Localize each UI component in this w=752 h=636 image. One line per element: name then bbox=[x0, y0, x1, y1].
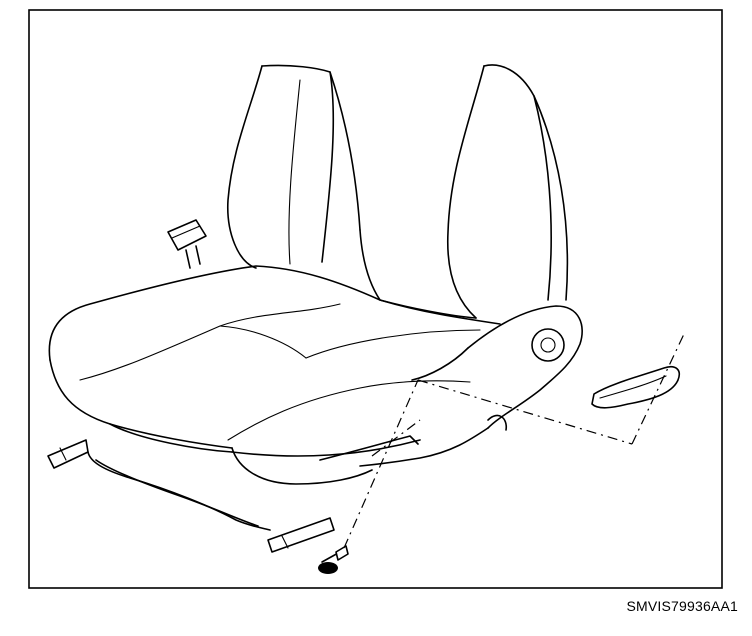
seat-cushion bbox=[48, 265, 501, 485]
recline-knob-icon bbox=[531, 328, 565, 362]
seat-rail-icon bbox=[47, 439, 335, 553]
seat-backrest bbox=[227, 64, 569, 319]
figure-code-label: SMVIS79936AA1 bbox=[626, 598, 738, 614]
diagram-border bbox=[28, 9, 723, 589]
side-trim-cover bbox=[319, 305, 583, 467]
leader-lines bbox=[343, 333, 685, 549]
recline-lever-icon bbox=[591, 365, 680, 409]
seat-belt-buckle-icon bbox=[167, 219, 207, 269]
screw-icon bbox=[318, 545, 349, 574]
